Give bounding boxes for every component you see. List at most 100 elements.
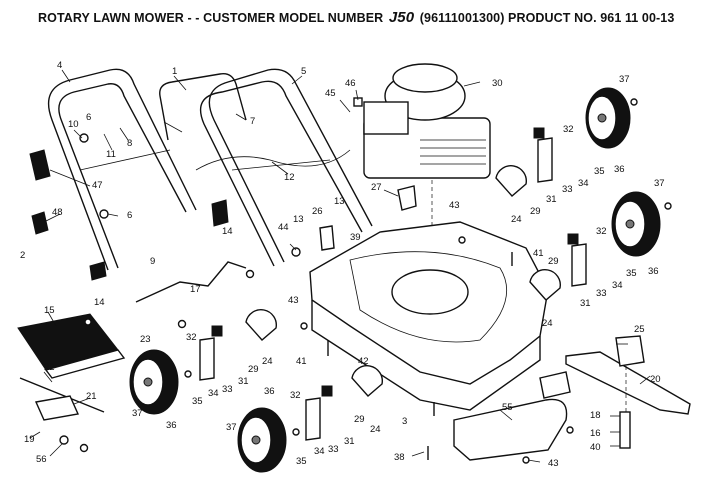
callout-37: 37 [226, 422, 237, 433]
wheel-rear-left [129, 349, 179, 415]
callout-37: 37 [619, 74, 630, 85]
throttle-cable [195, 149, 351, 171]
control-bar [159, 73, 247, 141]
callout-35: 35 [296, 456, 307, 467]
wheel-front-right [611, 191, 661, 257]
callout-36: 36 [264, 386, 275, 397]
height-adjuster-rear-left [199, 309, 277, 381]
callout-24: 24 [370, 424, 381, 435]
callout-8: 8 [127, 138, 132, 149]
callout-47: 47 [92, 180, 103, 191]
upper-handle [199, 68, 373, 267]
callout-37: 37 [132, 408, 143, 419]
callout-19: 19 [24, 434, 35, 445]
callout-46: 46 [345, 78, 356, 89]
rear-axle-assembly [19, 377, 105, 453]
callout-29: 29 [530, 206, 541, 217]
callout-labels: 1 2 3 4 5 6 6 7 8 9 10 11 12 13 13 14 14… [20, 60, 665, 469]
callout-38: 38 [394, 452, 405, 463]
callout-13: 13 [334, 196, 345, 207]
callout-56: 56 [36, 454, 47, 465]
callout-24: 24 [262, 356, 273, 367]
height-adjuster-front-left [529, 233, 587, 301]
callout-22: 22 [44, 362, 55, 373]
callout-55: 55 [502, 402, 513, 413]
callout-41: 41 [533, 248, 544, 259]
callout-36: 36 [166, 420, 177, 431]
callout-2: 2 [20, 250, 25, 261]
height-adjuster-front-right [495, 127, 553, 197]
callout-4: 4 [57, 60, 62, 71]
callout-18: 18 [590, 410, 601, 421]
callout-33: 33 [328, 444, 339, 455]
callout-33: 33 [562, 184, 573, 195]
callout-6: 6 [127, 210, 132, 221]
callout-34: 34 [314, 446, 325, 457]
callout-31: 31 [580, 298, 591, 309]
callout-24: 24 [542, 318, 553, 329]
callout-42: 42 [358, 356, 369, 367]
callout-23: 23 [140, 334, 151, 345]
callout-40: 40 [590, 442, 601, 453]
callout-36: 36 [648, 266, 659, 277]
callout-41: 41 [296, 356, 307, 367]
callout-7: 7 [250, 116, 255, 127]
callout-39: 39 [350, 232, 361, 243]
height-rod [135, 261, 247, 303]
title-suffix: (96111001300) PRODUCT NO. 961 11 00-13 [419, 11, 675, 25]
callout-44: 44 [278, 222, 289, 233]
callout-6: 6 [86, 112, 91, 123]
leader-lines [29, 69, 651, 463]
callout-14: 14 [222, 226, 233, 237]
callout-45: 45 [325, 88, 336, 99]
height-adjuster-rear-right [305, 365, 383, 441]
callout-11: 11 [106, 149, 116, 160]
callout-34: 34 [208, 388, 219, 399]
callout-36: 36 [614, 164, 625, 175]
callout-48: 48 [52, 207, 63, 218]
callout-15: 15 [44, 305, 55, 316]
callout-32: 32 [563, 124, 574, 135]
callout-16: 16 [590, 428, 601, 439]
rear-deflector [17, 313, 126, 379]
callout-32: 32 [596, 226, 607, 237]
callout-31: 31 [238, 376, 249, 387]
callout-12: 12 [284, 172, 295, 183]
callout-21: 21 [86, 391, 97, 402]
callout-35: 35 [192, 396, 203, 407]
callout-32: 32 [186, 332, 197, 343]
callout-27: 27 [371, 182, 382, 193]
callout-9: 9 [150, 256, 155, 267]
callout-14: 14 [94, 297, 105, 308]
callout-37: 37 [654, 178, 665, 189]
wheel-rear-right [585, 87, 631, 149]
model-number: J50 [388, 9, 415, 26]
callout-31: 31 [344, 436, 355, 447]
callout-5: 5 [301, 66, 306, 77]
lower-handle [47, 68, 197, 271]
callout-34: 34 [578, 178, 589, 189]
title-prefix: ROTARY LAWN MOWER - - CUSTOMER MODEL NUM… [38, 11, 384, 25]
callout-43: 43 [288, 295, 299, 306]
callout-1: 1 [172, 66, 177, 77]
callout-3: 3 [402, 416, 407, 427]
callout-34: 34 [612, 280, 623, 291]
callout-35: 35 [626, 268, 637, 279]
callout-29: 29 [354, 414, 365, 425]
callout-29: 29 [548, 256, 559, 267]
wheel-front-left [237, 407, 287, 473]
callout-25: 25 [634, 324, 645, 335]
callout-26: 26 [312, 206, 323, 217]
callout-17: 17 [190, 284, 201, 295]
callout-10: 10 [68, 119, 79, 130]
callout-43: 43 [449, 200, 460, 211]
callout-33: 33 [222, 384, 233, 395]
callout-32: 32 [290, 390, 301, 401]
mower-deck [309, 221, 549, 411]
callout-35: 35 [594, 166, 605, 177]
callout-29: 29 [248, 364, 259, 375]
hardware [29, 97, 672, 464]
page-title: ROTARY LAWN MOWER - - CUSTOMER MODEL NUM… [38, 9, 674, 26]
deck-baffle [453, 371, 571, 461]
